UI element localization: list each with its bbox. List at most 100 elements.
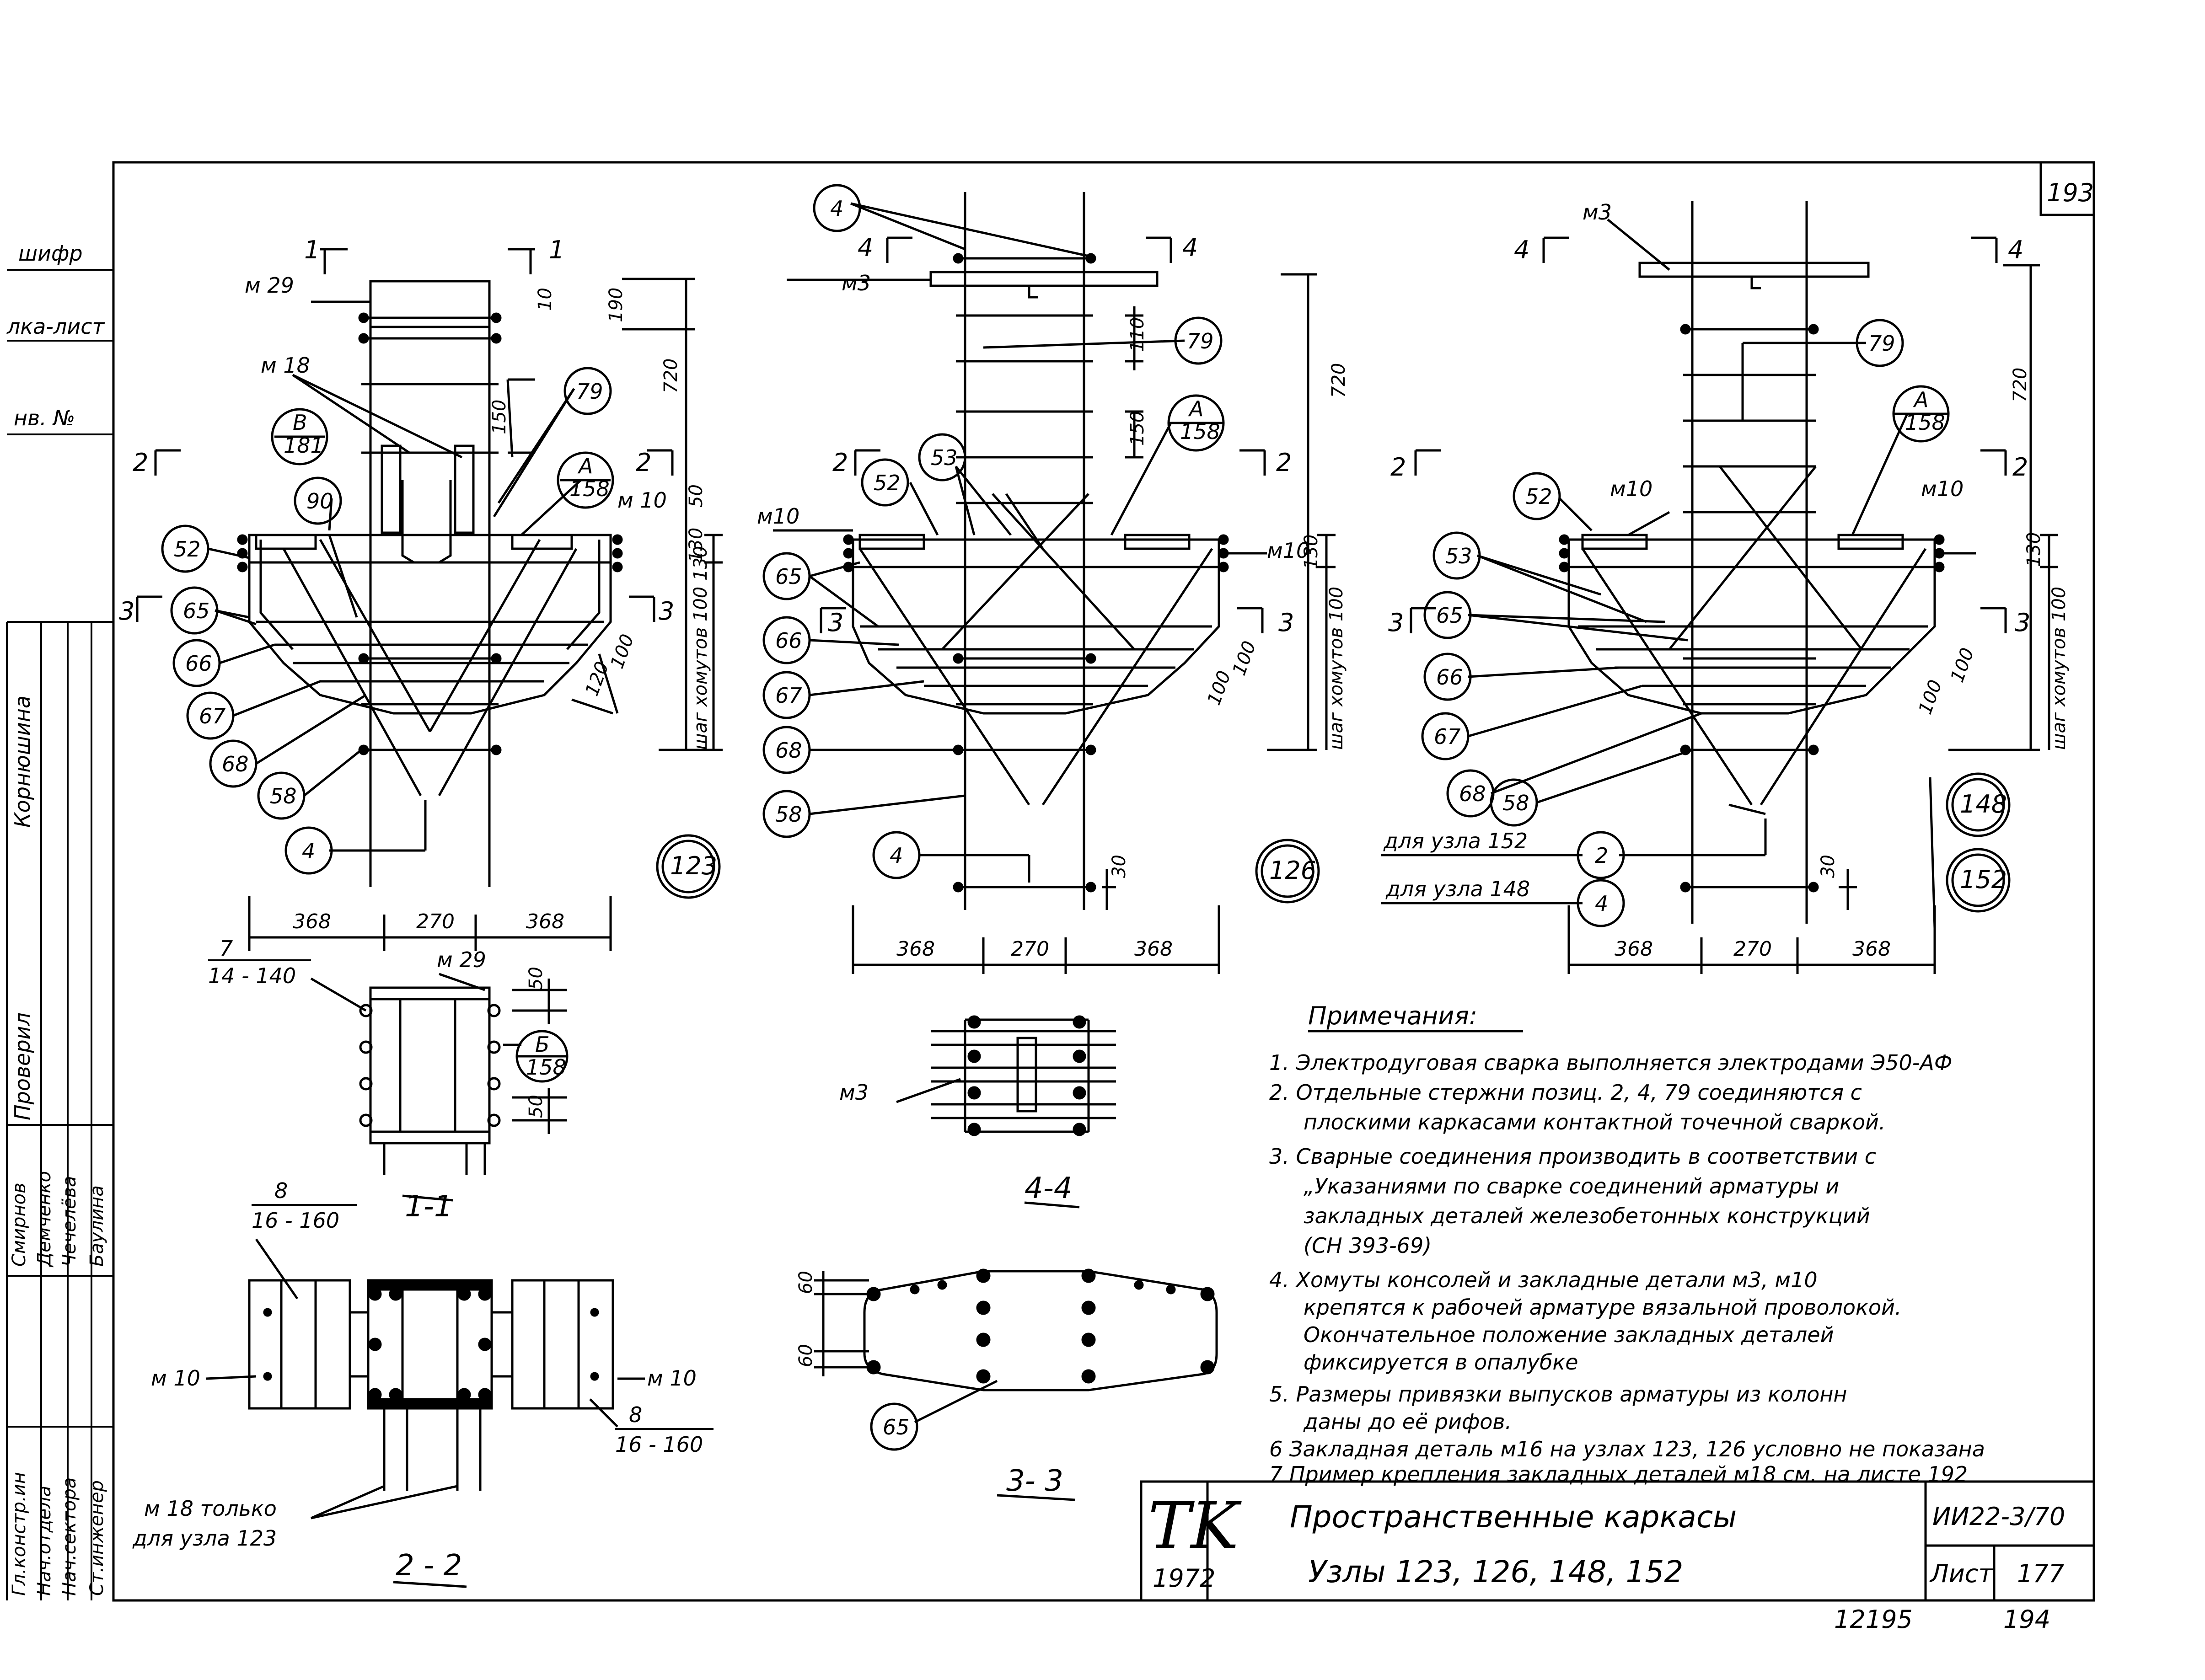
margin-shifr: шифр [18, 241, 83, 266]
s22-note1: м 18 только [144, 1496, 277, 1521]
s44-m3: м3 [839, 1080, 869, 1105]
n126-sec4-left: 4 [858, 233, 873, 262]
stamp-role-3: Нач.сектора [59, 1477, 80, 1596]
n123-pos-4: 4 [302, 839, 315, 863]
n126-pos-4-top: 4 [830, 196, 843, 221]
n126-A-sheet: 158 [1180, 419, 1220, 444]
note-line-14: 6 Закладная деталь м16 на узлах 123, 126… [1269, 1437, 1985, 1461]
margin-kalka: лка-лист [6, 314, 105, 339]
n148-for-148: для узла 148 [1385, 877, 1530, 901]
left-margin [6, 269, 113, 1600]
n148-circle-148: 148 [1960, 790, 2007, 819]
n123-d130: 130 [686, 528, 707, 562]
n123-dim-3: 368 [526, 910, 564, 933]
n123-pos-68: 68 [222, 752, 249, 776]
n123-m18: м 18 [261, 353, 310, 378]
n126-pos-65: 65 [775, 564, 802, 589]
n123-d100: 100 [606, 631, 638, 671]
stamp-role-2: Нач.отдела [34, 1486, 55, 1596]
n148-sec4-right: 4 [2008, 235, 2023, 264]
s11-B-sheet: 158 [526, 1055, 566, 1080]
s33-title: 3- 3 [1006, 1464, 1063, 1498]
n148-pos-67: 67 [1434, 724, 1461, 749]
n148-pos-68: 68 [1459, 781, 1486, 806]
n148-pos-65: 65 [1436, 603, 1463, 628]
n126-sec4-right: 4 [1182, 233, 1198, 262]
n126-sec2-left: 2 [832, 448, 848, 477]
n123-sec2-left: 2 [133, 448, 148, 477]
n148-A-sheet: 158 [1905, 410, 1945, 435]
stamp-name-1: Смирнов [9, 1182, 30, 1267]
n148-A: А [1913, 387, 1928, 412]
n148-circle-152: 152 [1960, 865, 2007, 894]
n126-sec2-right: 2 [1276, 448, 1292, 477]
n148-sec4-left: 4 [1514, 235, 1529, 264]
n148-pos-79: 79 [1868, 331, 1895, 356]
n126-sec3-left: 3 [828, 608, 843, 637]
n148-dim-1: 368 [1615, 937, 1653, 961]
n148-d100a: 100 [1915, 677, 1946, 717]
sheet-frame [112, 161, 2095, 1602]
page-number-bottom: 194 [2003, 1605, 2050, 1634]
note-line-9: крепятся к рабочей арматуре вязальной пр… [1304, 1295, 1901, 1320]
n126-A: А [1188, 396, 1203, 421]
n123-d10: 10 [535, 288, 556, 311]
n148-dim-3: 368 [1852, 937, 1891, 961]
n126-pos-68: 68 [775, 738, 802, 763]
n148-m10-left: м10 [1610, 476, 1652, 501]
note-line-7: (СН 393-69) [1304, 1233, 1432, 1258]
n123-sec1-left: 1 [304, 235, 320, 264]
s33-d60a: 60 [795, 1271, 816, 1294]
n126-step: шаг хомутов 100 [1326, 587, 1347, 750]
n126-d130: 130 [1301, 535, 1322, 569]
n148-sec3-left: 3 [1388, 608, 1404, 637]
n126-sec3-right: 3 [1278, 608, 1294, 637]
n148-m3: м3 [1583, 200, 1612, 225]
margin-checked: Проверил [10, 1012, 35, 1120]
n123-d720: 720 [660, 358, 681, 393]
n148-step: шаг хомутов 100 [2049, 587, 2070, 750]
s11-frac-den: 14 - 140 [208, 963, 296, 988]
n123-d190: 190 [606, 288, 627, 322]
s22-frac2-num: 8 [629, 1402, 642, 1427]
s11-m29: м 29 [437, 947, 486, 972]
n126-d110: 110 [1127, 317, 1148, 352]
n148-pos-53: 53 [1445, 544, 1472, 568]
n148-d130: 130 [2023, 532, 2044, 567]
note-line-5: „Указаниями по сварке соединений арматур… [1304, 1174, 1839, 1198]
n123-dim-1: 368 [293, 910, 331, 933]
n123-m29: м 29 [245, 273, 294, 298]
n126-m3: м3 [842, 271, 871, 295]
notes-header: Примечания: [1308, 1001, 1477, 1030]
n148-m10-right: м10 [1921, 476, 1964, 501]
section-3-3-drawing [814, 1268, 1218, 1501]
n123-d150: 150 [489, 400, 510, 434]
n126-pos-52: 52 [874, 471, 901, 495]
n126-d720: 720 [1328, 363, 1349, 398]
stamp-name-2: Демченко [34, 1171, 55, 1268]
n148-pos-52: 52 [1525, 484, 1552, 509]
n148-sec2-right: 2 [2012, 453, 2028, 482]
n123-pos-66: 66 [185, 651, 212, 676]
n126-dim-1: 368 [896, 937, 935, 961]
note-line-6: закладных деталей железобетонных констру… [1304, 1204, 1870, 1228]
n148-dim-2: 270 [1733, 937, 1772, 961]
n148-for-152: для узла 152 [1383, 829, 1528, 853]
n148-pos-66: 66 [1436, 665, 1463, 690]
page-number-box [2039, 161, 2095, 216]
margin-inv: нв. № [14, 406, 75, 430]
n123-pos-67: 67 [199, 704, 226, 728]
n123-A-sheet: 158 [569, 476, 610, 501]
note-line-12: 5. Размеры привязки выпусков арматуры из… [1269, 1382, 1847, 1407]
n123-sec3-right: 3 [659, 597, 674, 626]
s44-title: 4-4 [1025, 1172, 1073, 1205]
n148-d100b: 100 [1947, 645, 1978, 685]
n126-pos-58: 58 [775, 802, 802, 827]
inventory-number: 12195 [1834, 1605, 1913, 1634]
n126-d150: 150 [1127, 411, 1148, 446]
n123-d50: 50 [686, 484, 707, 508]
stamp-name-3: Чечелёва [59, 1176, 80, 1267]
n148-d30: 30 [1818, 855, 1839, 878]
n126-dim-3: 368 [1134, 937, 1173, 961]
